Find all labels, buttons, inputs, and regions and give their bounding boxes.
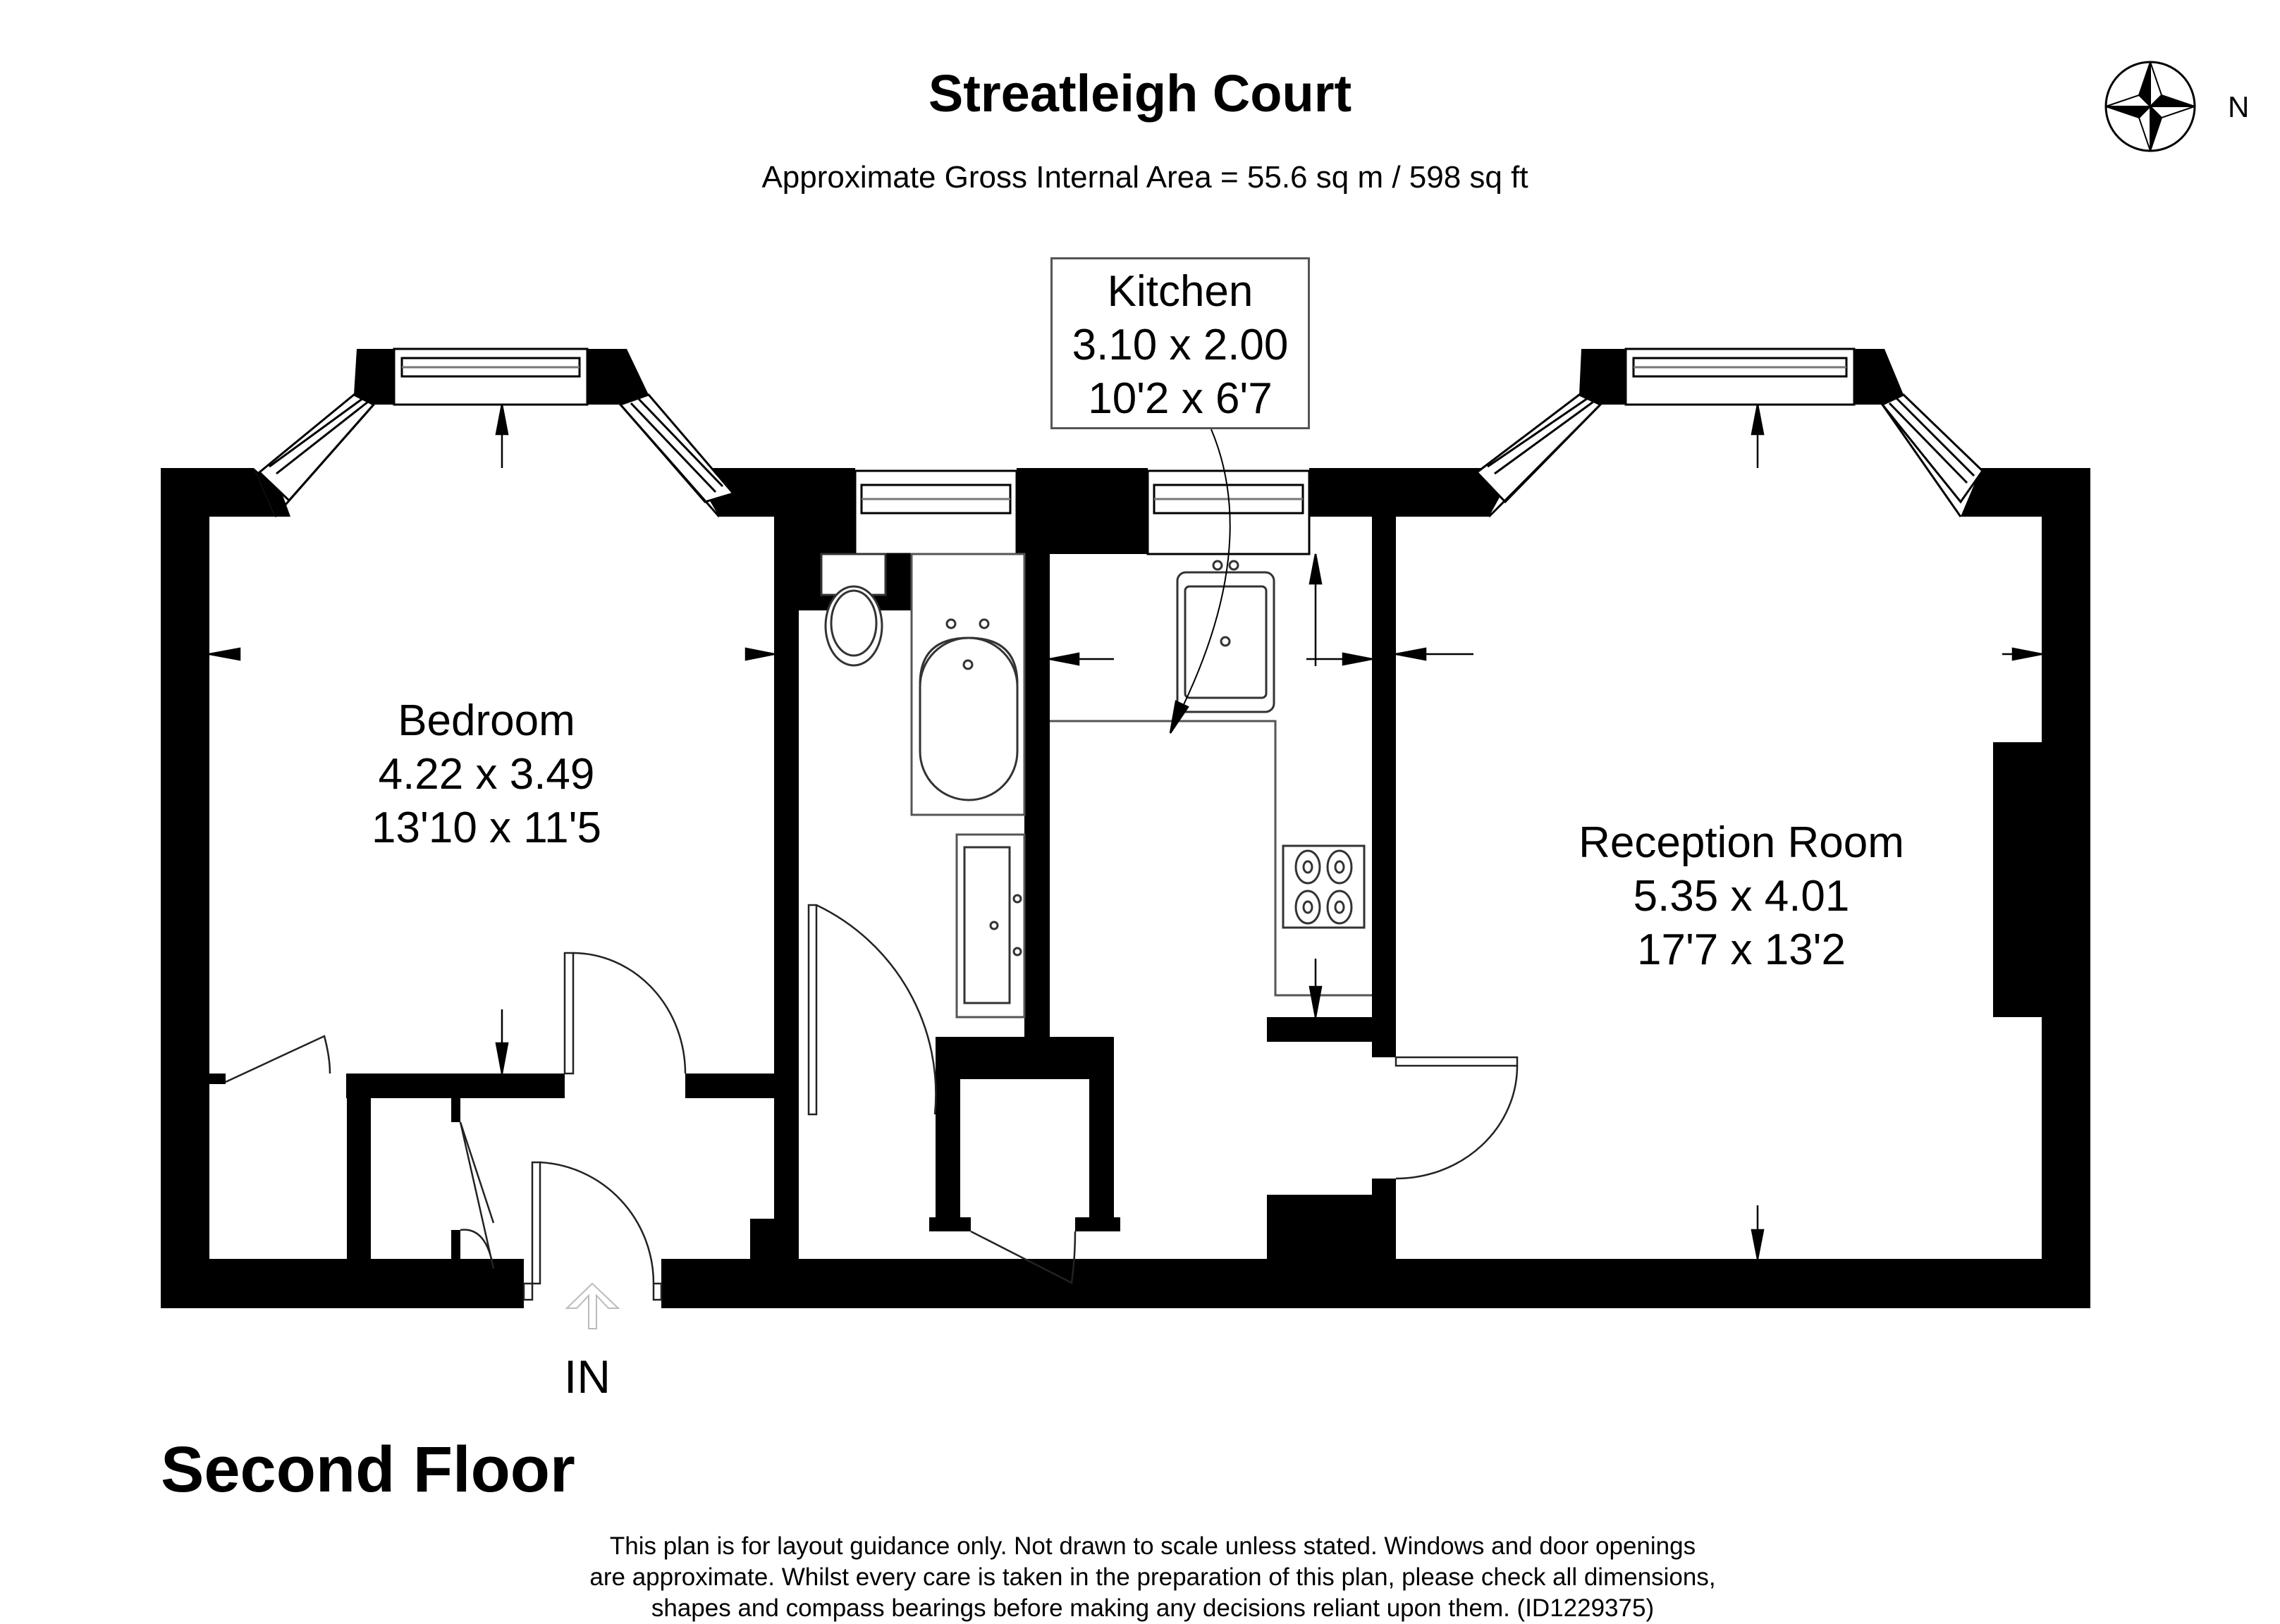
room-label-reception: Reception Room 5.35 x 4.01 17'7 x 13'2 — [1530, 816, 1953, 977]
room-size-metric: 5.35 x 4.01 — [1633, 872, 1850, 921]
bathtub-icon — [910, 553, 1026, 816]
kitchen-counter — [1050, 720, 1372, 997]
room-name: Kitchen — [1107, 267, 1254, 316]
room-name: Bedroom — [398, 696, 575, 745]
windows — [257, 347, 1984, 555]
window-bedroom-bay-left — [257, 393, 376, 503]
toilet-icon — [820, 553, 887, 667]
window-reception-bay-left — [1475, 393, 1602, 504]
entrance-label: IN — [564, 1351, 611, 1403]
walls — [161, 349, 2090, 1308]
window-bedroom-bay-top — [393, 347, 589, 406]
door-bathroom — [807, 904, 937, 1116]
disclaimer: This plan is for layout guidance only. N… — [0, 1531, 2280, 1624]
window-kitchen — [1146, 469, 1311, 555]
door-wardrobe — [225, 1035, 331, 1083]
disclaimer-line-2: are approximate. Whilst every care is ta… — [589, 1563, 1716, 1591]
door-cupboard — [970, 1230, 1077, 1284]
door-hall-cupboard — [459, 1121, 495, 1269]
hob-icon — [1282, 844, 1366, 929]
room-size-imperial: 10'2 x 6'7 — [1088, 374, 1273, 423]
window-bathroom — [854, 469, 1018, 555]
basin-icon — [955, 833, 1026, 1019]
window-bedroom-bay-right — [618, 393, 735, 503]
room-size-metric: 3.10 x 2.00 — [1072, 321, 1289, 369]
compass-north-label: N — [2228, 90, 2250, 123]
gross-internal-area: Approximate Gross Internal Area = 55.6 s… — [761, 160, 1528, 195]
bay-outlines — [274, 403, 1962, 518]
entrance-arrow-icon — [565, 1282, 620, 1329]
room-label-bedroom: Bedroom 4.22 x 3.49 13'10 x 11'5 — [317, 694, 656, 855]
door-entrance — [522, 1161, 663, 1301]
room-size-imperial: 17'7 x 13'2 — [1636, 925, 1846, 974]
floor-label: Second Floor — [161, 1434, 575, 1506]
room-name: Reception Room — [1579, 818, 1904, 867]
room-label-kitchen: Kitchen 3.10 x 2.00 10'2 x 6'7 — [1050, 257, 1310, 429]
door-bedroom — [563, 952, 687, 1075]
doors — [225, 904, 1519, 1301]
fixtures — [820, 553, 1372, 1019]
room-size-imperial: 13'10 x 11'5 — [372, 804, 601, 852]
window-reception-bay-top — [1624, 347, 1856, 406]
window-reception-bay-right — [1880, 393, 1984, 504]
compass-rose-icon — [2104, 61, 2196, 152]
disclaimer-line-1: This plan is for layout guidance only. N… — [609, 1532, 1696, 1560]
plan-title: Streatleigh Court — [928, 64, 1352, 123]
dimension-arrows — [209, 404, 2042, 1260]
disclaimer-line-3: shapes and compass bearings before makin… — [651, 1594, 1655, 1622]
kitchen-sink-icon — [1176, 560, 1275, 713]
door-reception — [1395, 1056, 1519, 1180]
room-size-metric: 4.22 x 3.49 — [378, 750, 595, 799]
